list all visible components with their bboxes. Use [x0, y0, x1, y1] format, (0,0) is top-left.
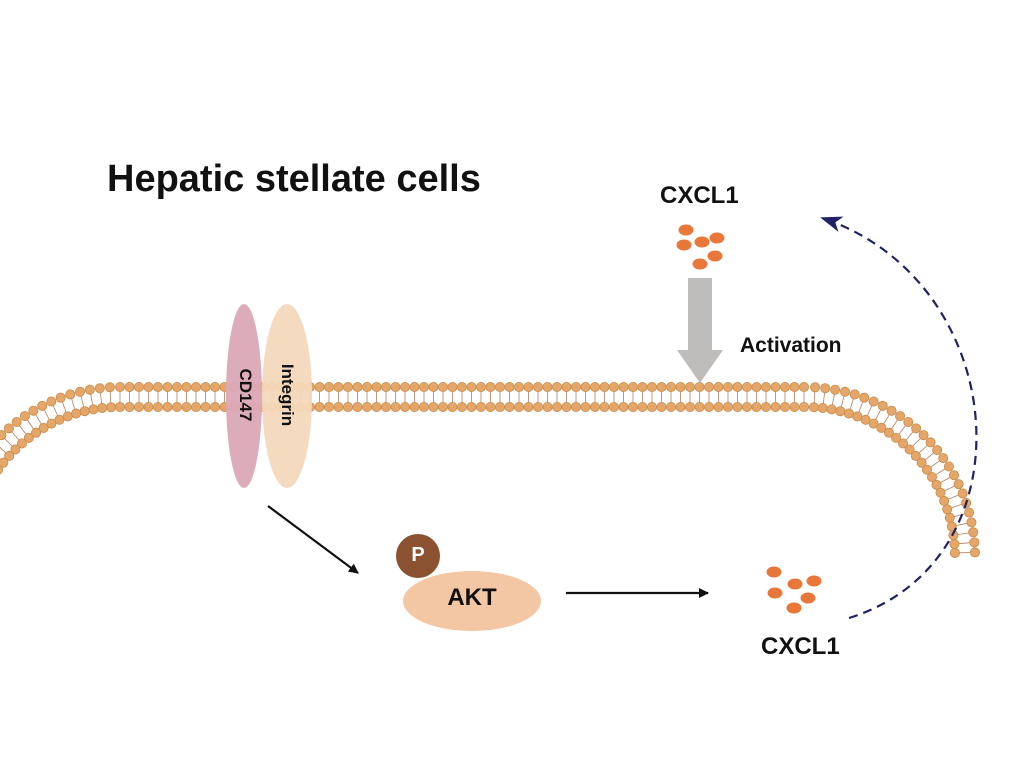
cxcl1-bottom-label: CXCL1	[761, 633, 840, 660]
cd147-receptor	[226, 304, 262, 488]
integrin-label: Integrin	[278, 363, 297, 427]
cxcl1-dot	[692, 258, 708, 270]
activation-arrow	[677, 278, 723, 383]
phospho-label: P	[411, 544, 425, 566]
cxcl1-top-cluster	[676, 224, 725, 270]
cxcl1-dot	[694, 236, 710, 248]
akt-protein	[403, 571, 541, 631]
akt-label: AKT	[447, 584, 497, 611]
receptor-to-akt-arrow	[267, 505, 359, 574]
cxcl1-dot	[709, 232, 725, 244]
feedback-dashed-arrow	[820, 216, 978, 620]
cxcl1-dot	[707, 250, 723, 262]
cxcl1-bottom-cluster	[766, 566, 822, 614]
cxcl1-dot	[676, 239, 692, 251]
activation-label: Activation	[740, 334, 842, 357]
cxcl1-dot	[767, 587, 783, 599]
cxcl1-dot	[678, 224, 694, 236]
cxcl1-dot	[806, 575, 822, 587]
cxcl1-dot	[800, 592, 816, 604]
cxcl1-dot	[787, 578, 803, 590]
cxcl1-top-label: CXCL1	[660, 182, 739, 209]
integrin-receptor	[262, 304, 312, 488]
phospho-group	[396, 534, 440, 578]
cxcl1-dot	[786, 602, 802, 614]
cd147-label: CD147	[236, 368, 255, 422]
cell-membrane	[0, 381, 980, 558]
diagram-title: Hepatic stellate cells	[107, 158, 481, 200]
cxcl1-dot	[766, 566, 782, 578]
